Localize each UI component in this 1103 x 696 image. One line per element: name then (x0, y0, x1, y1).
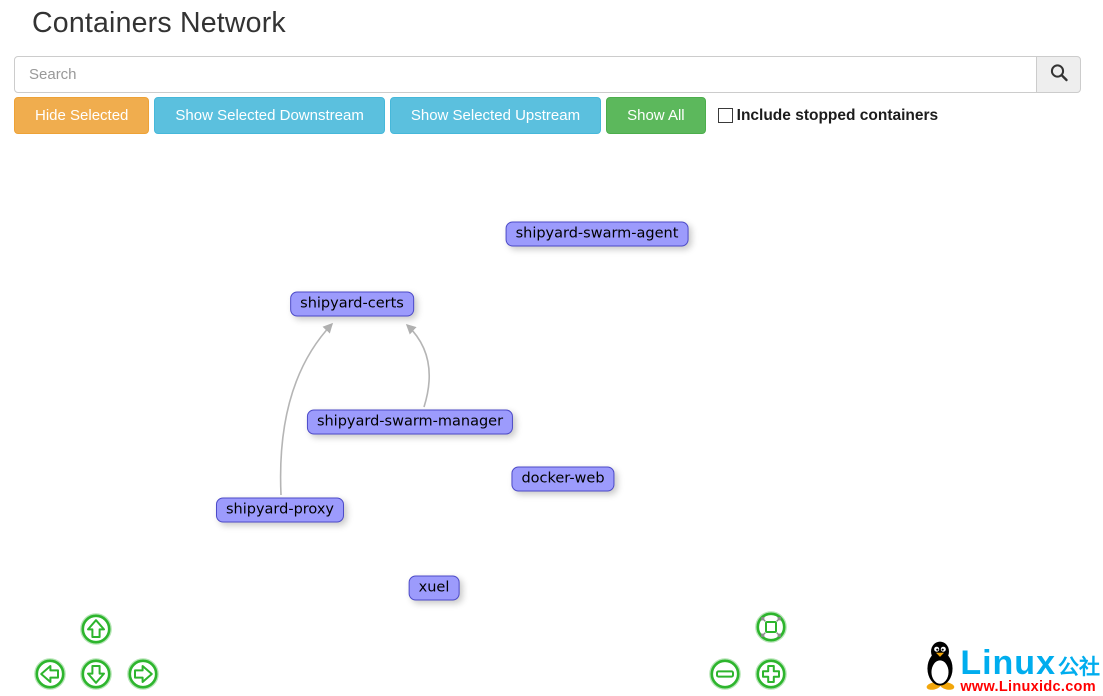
linuxidc-watermark: Linux 公社 www.Linuxidc.com (922, 638, 1100, 695)
minus-icon (708, 658, 742, 694)
container-node-docker-web[interactable]: docker-web (511, 466, 615, 492)
zoom-in-button[interactable] (754, 657, 788, 691)
container-node-xuel[interactable]: xuel (408, 575, 460, 601)
arrow-down-icon (79, 658, 113, 694)
search-icon (1048, 62, 1070, 87)
edge-shipyard-swarm-manager-to-shipyard-certs (405, 323, 430, 408)
search-button[interactable] (1036, 56, 1081, 93)
toolbar: Hide Selected Show Selected Downstream S… (14, 97, 938, 134)
fit-view-icon (754, 611, 788, 647)
arrow-right-icon (126, 658, 160, 694)
include-stopped-label: Include stopped containers (717, 107, 938, 125)
plus-icon (754, 658, 788, 694)
tux-penguin-icon (922, 638, 958, 695)
watermark-brand: Linux (960, 644, 1056, 683)
edge-shipyard-proxy-to-shipyard-certs (279, 322, 334, 496)
show-selected-downstream-button[interactable]: Show Selected Downstream (154, 97, 385, 134)
watermark-url: www.Linuxidc.com (960, 678, 1096, 695)
zoom-out-button[interactable] (708, 657, 742, 691)
pan-left-button[interactable] (33, 657, 67, 691)
container-node-shipyard-proxy[interactable]: shipyard-proxy (215, 497, 345, 523)
show-selected-upstream-button[interactable]: Show Selected Upstream (389, 97, 602, 134)
search-input[interactable] (14, 56, 1037, 93)
container-node-shipyard-swarm-agent[interactable]: shipyard-swarm-agent (505, 221, 689, 247)
hide-selected-button[interactable]: Hide Selected (14, 97, 150, 134)
pan-up-button[interactable] (79, 612, 113, 646)
pan-down-button[interactable] (79, 657, 113, 691)
arrow-left-icon (33, 658, 67, 694)
zoom-fit-button[interactable] (754, 610, 788, 644)
search-bar (14, 56, 1081, 93)
container-node-shipyard-swarm-manager[interactable]: shipyard-swarm-manager (306, 409, 514, 435)
watermark-brand-suffix: 公社 (1058, 656, 1100, 680)
include-stopped-checkbox[interactable] (717, 108, 733, 123)
container-node-shipyard-certs[interactable]: shipyard-certs (290, 291, 414, 317)
page-title: Containers Network (32, 7, 286, 39)
pan-right-button[interactable] (126, 657, 160, 691)
arrow-up-icon (79, 613, 113, 649)
show-all-button[interactable]: Show All (606, 97, 706, 134)
